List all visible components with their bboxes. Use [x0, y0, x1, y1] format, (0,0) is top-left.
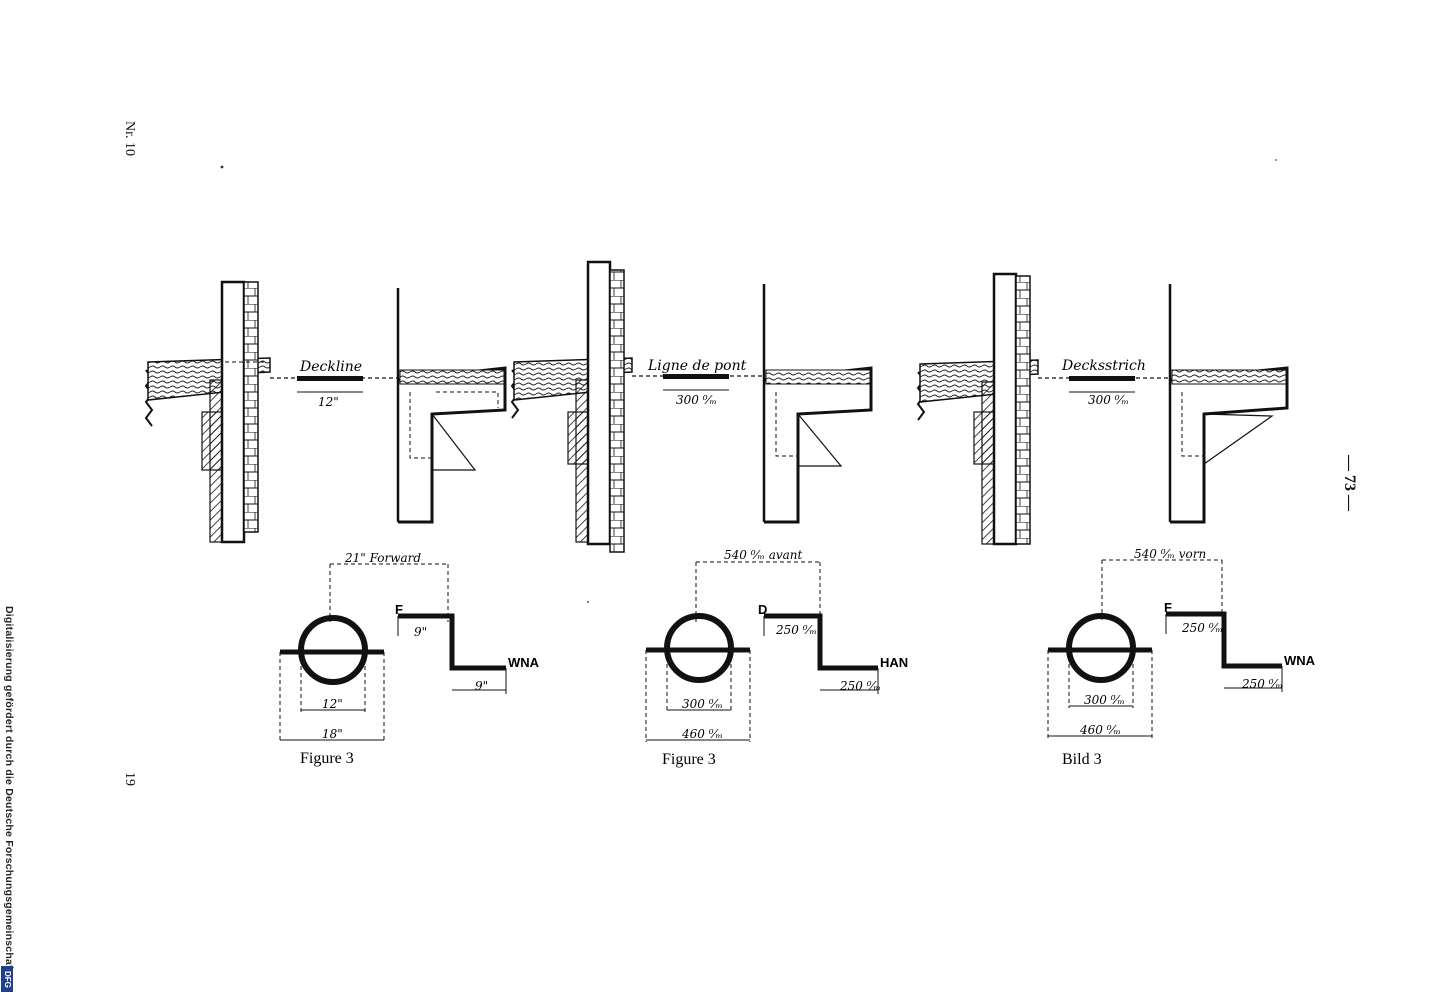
- deck-width-dim: 12": [318, 395, 339, 409]
- circle-outer-dim: 18": [322, 727, 343, 741]
- step-bottom-letter: WNA: [508, 655, 540, 670]
- speck: [1275, 159, 1277, 161]
- figure-caption: Bild 3: [1062, 751, 1102, 768]
- step-top-dim: 250 ⁰⁄ₘ: [1181, 621, 1223, 635]
- circle-outer-dim: 460 ⁰⁄ₘ: [1079, 723, 1121, 737]
- deck-line-label: Deckline: [299, 359, 362, 375]
- step-top-letter: F: [395, 602, 403, 617]
- step-bottom-dim: 250 ⁰⁄ₘ: [1241, 677, 1283, 691]
- figure-caption: Figure 3: [662, 751, 716, 768]
- dfg-logo-icon: DFG: [1, 966, 13, 992]
- deck-line-label: Decksstrich: [1061, 358, 1146, 374]
- deck-width-dim: 300 ⁰⁄ₘ: [1088, 393, 1129, 407]
- circle-inner-dim: 300 ⁰⁄ₘ: [1084, 693, 1125, 707]
- panel-2: Ligne de pont 300 ⁰⁄ₘ 540 ⁰⁄ₘ avant 300 …: [510, 260, 908, 768]
- step-top-dim: 9": [414, 625, 427, 639]
- step-top-letter: F: [1164, 600, 1172, 615]
- deck-line-label: Ligne de pont: [647, 358, 747, 374]
- forward-distance-label: 21" Forward: [344, 551, 421, 565]
- forward-distance-label: 540 ⁰⁄ₘ vorn: [1134, 547, 1206, 561]
- deck-width-dim: 300 ⁰⁄ₘ: [676, 393, 717, 407]
- step-bottom-dim: 9": [475, 679, 488, 693]
- step-bottom-letter: WNA: [1284, 653, 1316, 668]
- panel-3: Decksstrich 300 ⁰⁄ₘ 540 ⁰⁄ₘ vorn 300 ⁰⁄ₘ…: [916, 272, 1316, 768]
- circle-inner-dim: 300 ⁰⁄ₘ: [682, 697, 723, 711]
- speck: [587, 601, 589, 603]
- speck: [220, 165, 224, 169]
- step-top-letter: D: [758, 602, 767, 617]
- circle-outer-dim: 460 ⁰⁄ₘ: [681, 727, 723, 741]
- step-top-dim: 250 ⁰⁄ₘ: [775, 623, 817, 637]
- step-bottom-dim: 250 ⁰⁄ₘ: [839, 679, 881, 693]
- step-bottom-letter: HAN: [880, 655, 908, 670]
- circle-inner-dim: 12": [322, 697, 343, 711]
- panel-1: Deckline 12" 21" Forward 12" 18" F 9" WN…: [144, 280, 540, 767]
- forward-distance-label: 540 ⁰⁄ₘ avant: [724, 548, 803, 562]
- figure-caption: Figure 3: [300, 750, 354, 767]
